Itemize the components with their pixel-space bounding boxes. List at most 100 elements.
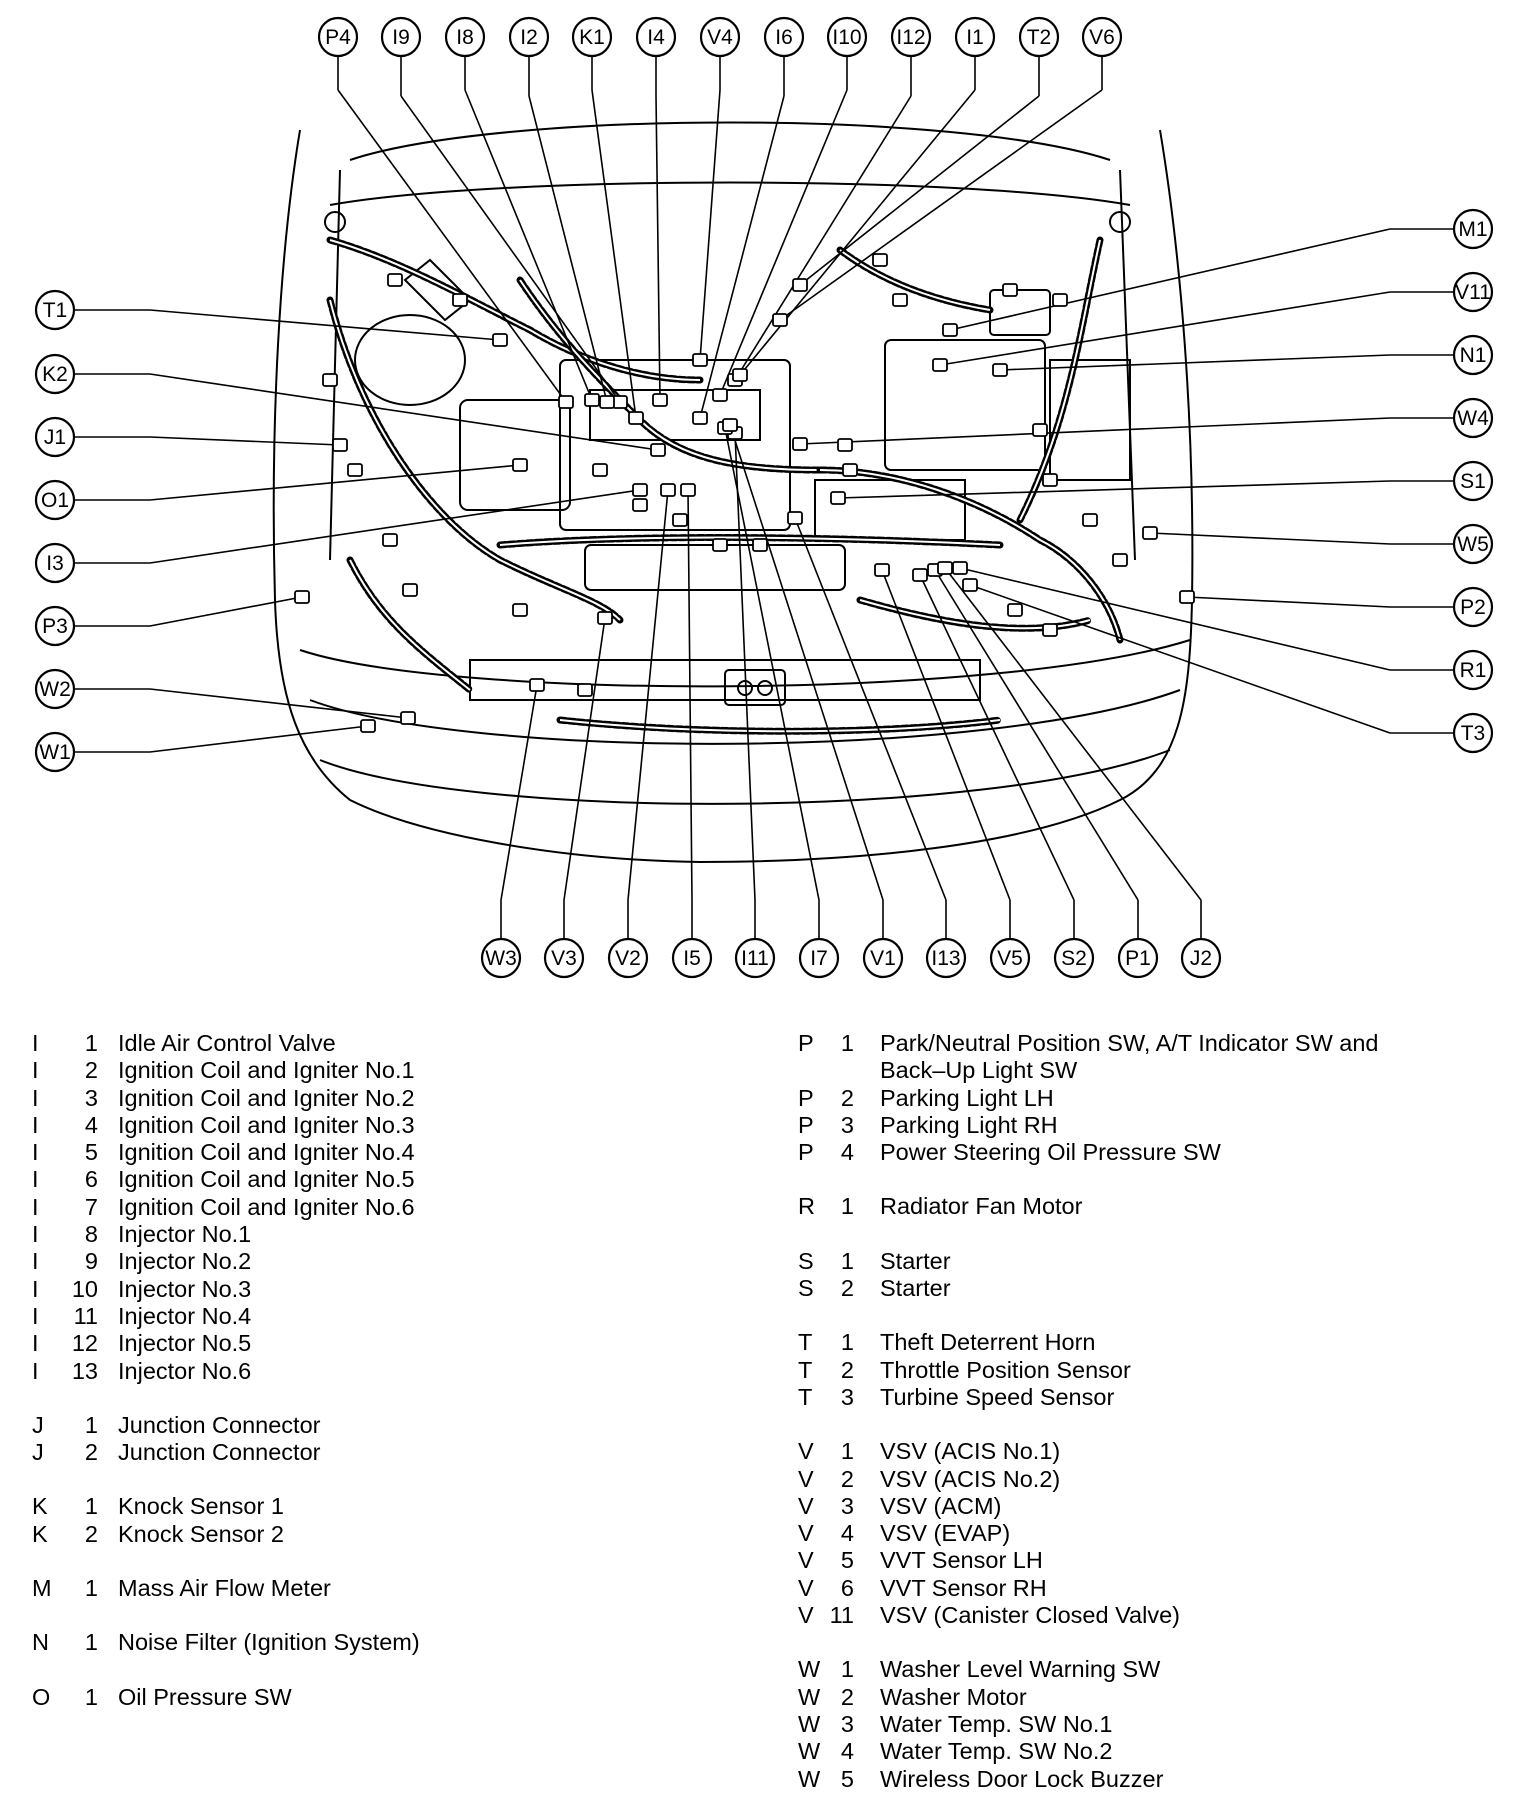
leader-line [627,489,669,901]
legend-letter: S [798,1247,814,1274]
callout-label: V5 [997,947,1023,970]
harness-bundle [816,466,1124,644]
connector-icon [577,683,593,697]
legend-letter: J [32,1439,44,1466]
callout-badge: I2 [508,16,550,58]
legend-number: 1 [84,1629,98,1656]
callout-circle [890,16,932,58]
legend-label: Injector No.2 [118,1248,252,1275]
harness-core [839,249,991,311]
callout-circle [734,937,776,979]
legend-number: 7 [84,1193,98,1220]
legend-number: 1 [84,1030,98,1056]
legend-label: Parking Light LH [880,1084,1054,1111]
legend-letter: P [798,1139,814,1166]
legend-letter: J [32,1411,44,1438]
legend-number: 4 [840,1520,854,1547]
strut-mount-right [1109,211,1131,233]
legend-number: 4 [840,1139,854,1166]
callout-circle [1452,208,1494,250]
callout-label: I4 [647,26,665,49]
callout-label: W5 [1457,533,1489,556]
leader-line [934,569,1139,901]
engine-components [354,258,1131,706]
leader-line [919,574,1075,901]
legend-letter: W [798,1738,821,1765]
callout-label: W2 [39,678,71,701]
legend-number: 1 [84,1493,98,1520]
legend-letter: W [798,1710,821,1737]
legend-number: 2 [840,1084,854,1111]
connector-icon [1082,513,1098,527]
connector-icon [402,583,418,597]
callout-badge: V2 [607,937,649,979]
callout-circle [925,937,967,979]
callout-label: M1 [1458,218,1487,241]
leader-line [149,688,409,719]
callout-label: V2 [615,947,641,970]
callout-badge: K2 [34,353,76,395]
legend-number: 5 [840,1765,854,1792]
connector-icon [692,411,708,425]
callout-label: I13 [931,947,960,970]
wiring-harness [326,236,1124,735]
legend-number: 4 [840,1738,854,1765]
connector-icon [692,353,708,367]
callout-badge: I11 [734,937,776,979]
callout-circle [1081,16,1123,58]
connector-icon [387,273,403,287]
callout-label: I12 [896,26,925,49]
leader-line [400,95,621,403]
callout-label: I7 [810,947,828,970]
firewall-line [329,181,1131,206]
legend-number: 2 [840,1465,854,1492]
intake-manifold [559,359,791,531]
callout-circle [989,937,1031,979]
legend-letter: R [798,1193,815,1220]
callout-circle [1452,523,1494,565]
leader-line [591,89,637,419]
legend-number: 1 [84,1411,98,1438]
harness-core [819,469,1121,641]
leader-line [1186,596,1391,608]
leader-line [799,95,1040,286]
connector-icon [1007,603,1023,617]
legend-letter: I [32,1166,39,1193]
callout-circle [607,937,649,979]
callout-label: K2 [42,363,68,386]
leader-line [149,725,369,753]
connector-icon [492,333,508,347]
legend-number: 2 [84,1520,98,1547]
legend-number: 1 [840,1329,854,1356]
legend-label: Wireless Door Lock Buzzer [880,1765,1164,1792]
callout-badge: J1 [34,416,76,458]
callout-badge: W3 [480,937,522,979]
legend-number: 10 [71,1275,98,1302]
legend-letter: W [798,1765,821,1792]
legend-number: 3 [840,1492,854,1519]
leader-line [149,436,341,446]
